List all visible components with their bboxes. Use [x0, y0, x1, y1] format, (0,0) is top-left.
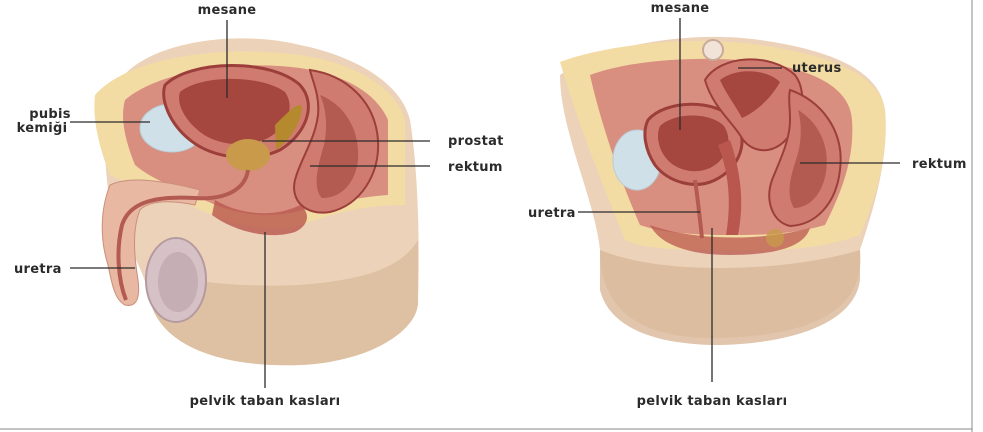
female-pelvis-illustration	[560, 37, 886, 345]
male-label-pubic-bone-1: pubis	[29, 107, 71, 122]
male-pelvis-illustration	[94, 38, 418, 365]
female-label-rectum: rektum	[912, 157, 967, 172]
female-ovary	[703, 40, 723, 60]
female-label-bladder: mesane	[651, 1, 710, 16]
male-label-urethra: uretra	[14, 262, 62, 277]
female-anal-sphincter	[766, 229, 784, 247]
female-label-pelvic-floor: pelvik taban kasları	[637, 394, 788, 409]
male-label-bladder: mesane	[198, 3, 257, 18]
female-label-urethra: uretra	[528, 206, 576, 221]
male-label-pubic-bone-2: kemiği	[17, 121, 68, 136]
male-label-pelvic-floor: pelvik taban kasları	[190, 394, 341, 409]
male-testis-inner	[158, 252, 198, 312]
male-prostate	[226, 139, 270, 171]
male-label-prostate: prostat	[448, 134, 504, 149]
female-label-uterus: uterus	[792, 61, 842, 76]
male-label-rectum: rektum	[448, 160, 503, 175]
